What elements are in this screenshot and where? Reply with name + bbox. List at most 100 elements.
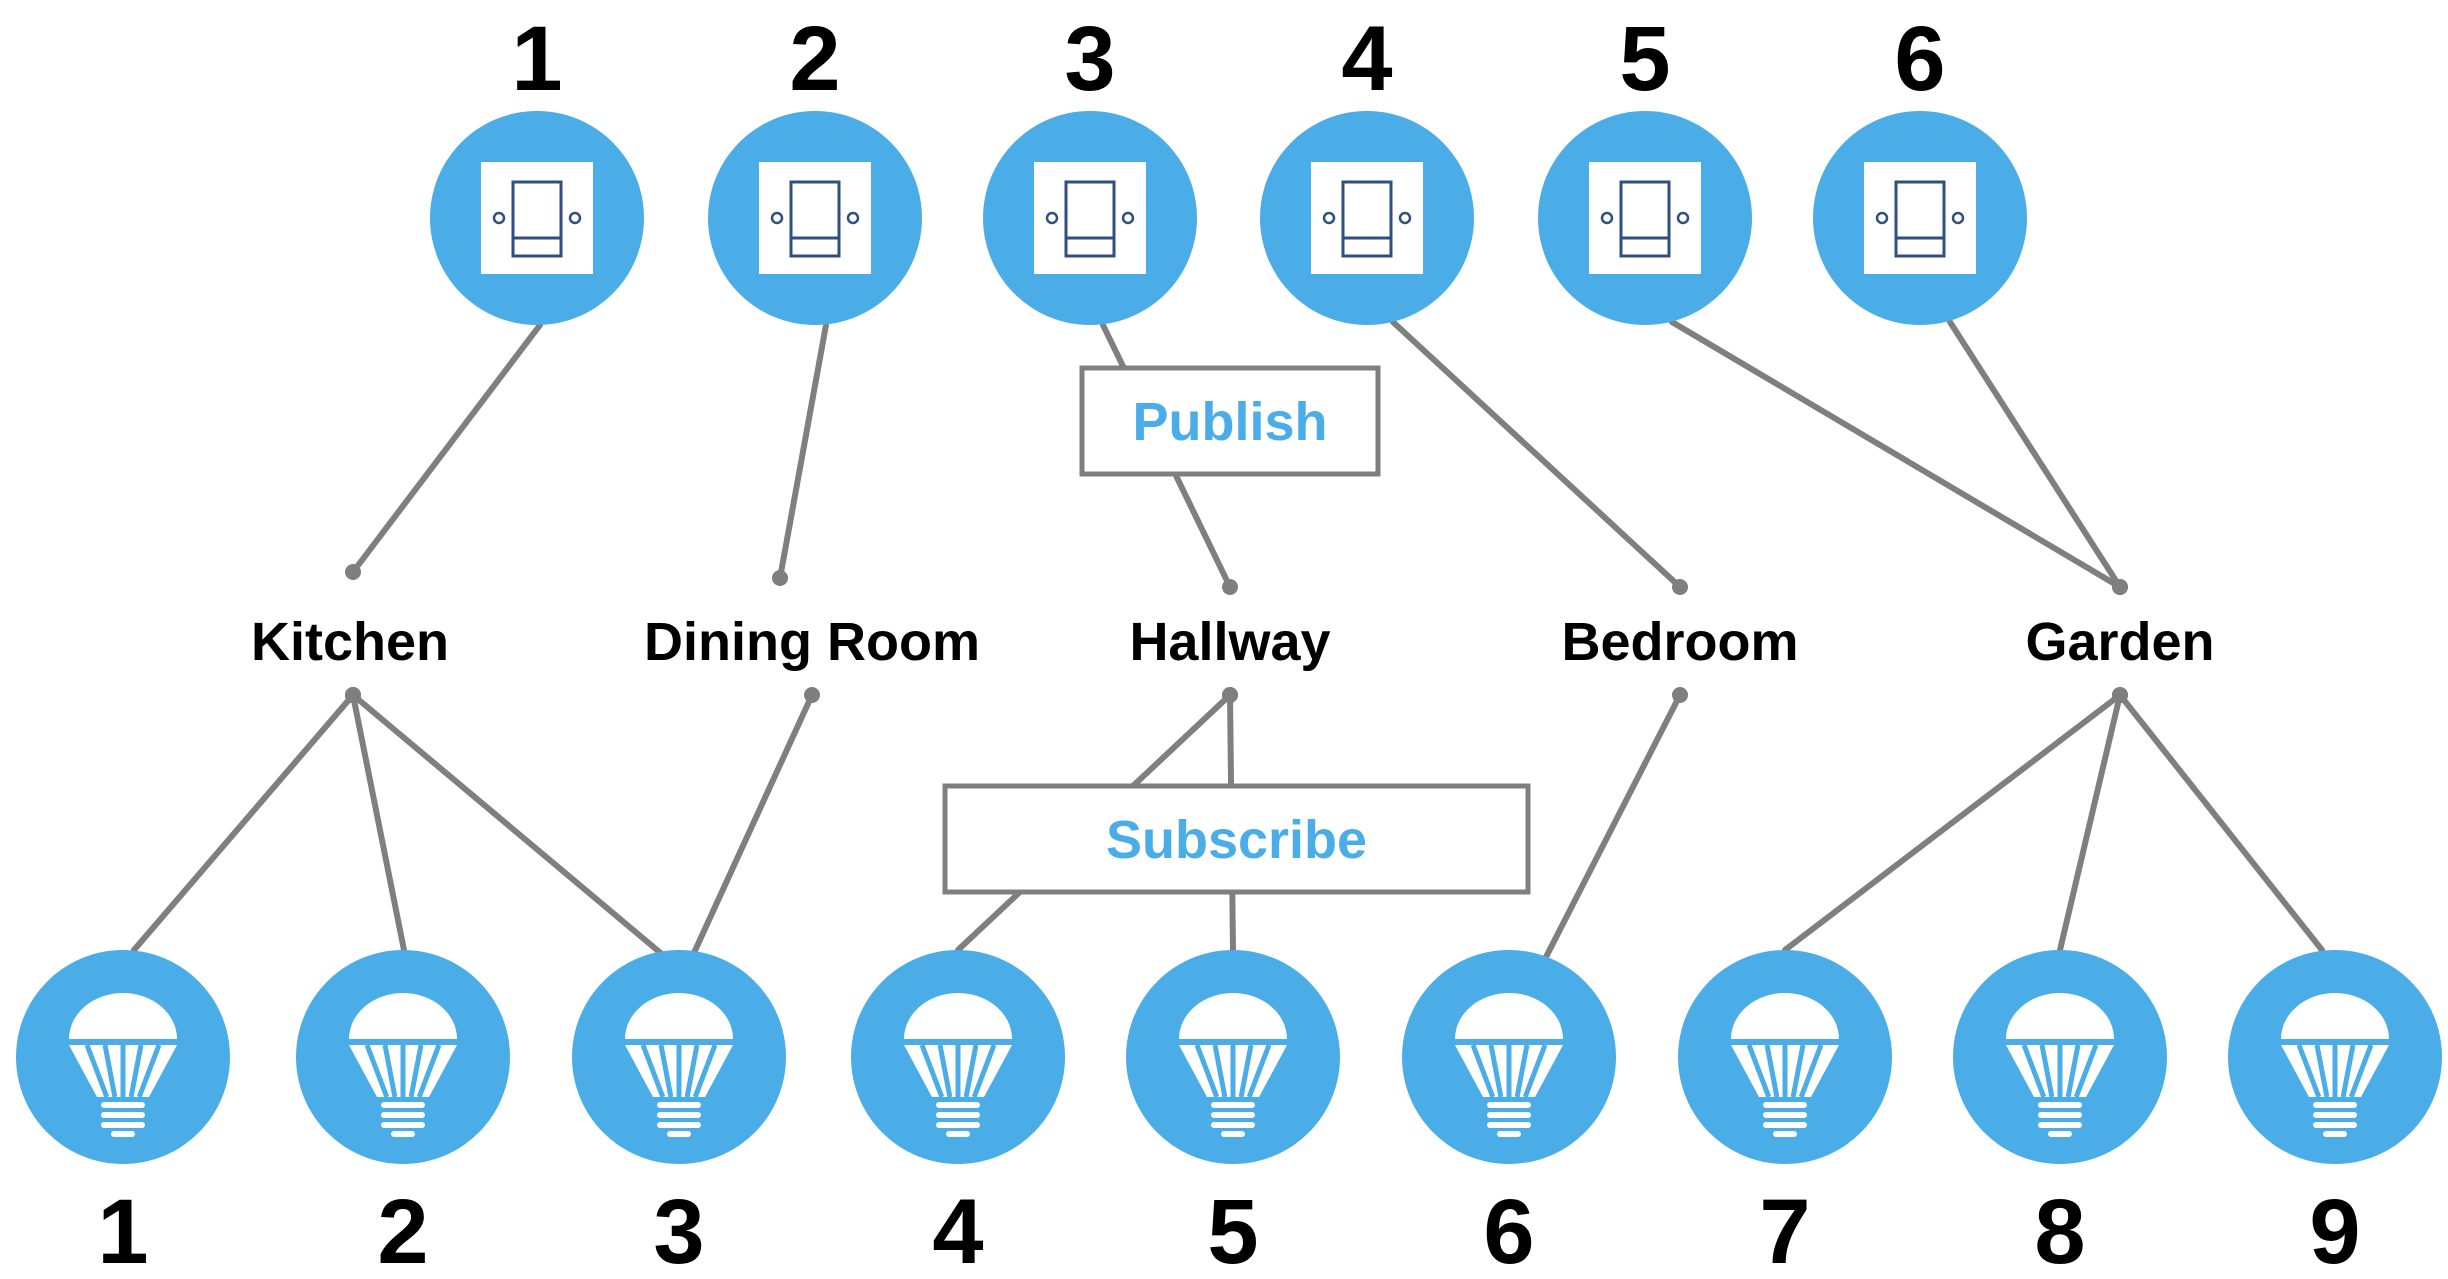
bulb-tip	[1497, 1131, 1521, 1137]
bulb-base-ring	[101, 1112, 145, 1118]
bulb-base-ring	[936, 1102, 980, 1108]
topic-label-bedroom: Bedroom	[1561, 612, 1798, 672]
switch-node-1[interactable]	[430, 111, 644, 325]
bulb-tip	[946, 1131, 970, 1137]
bulb-tip	[1221, 1131, 1245, 1137]
switch-screw	[1875, 211, 1889, 225]
switch-screw	[492, 211, 506, 225]
light-bulb-icon	[904, 993, 1012, 1137]
switch-screw	[846, 211, 860, 225]
bulb-number-4: 4	[932, 1181, 983, 1279]
light-bulb-icon	[1731, 993, 1839, 1137]
light-switch-icon	[1864, 162, 1976, 274]
switch-node-2[interactable]	[708, 111, 922, 325]
bulb-node-9[interactable]	[2228, 950, 2442, 1164]
topic-in-dot-dining	[772, 570, 788, 586]
bulb-node-2[interactable]	[296, 950, 510, 1164]
switch-node-3[interactable]	[983, 111, 1197, 325]
nodes	[16, 111, 2442, 1164]
bulb-node-7[interactable]	[1678, 950, 1892, 1164]
bulb-node-4[interactable]	[851, 950, 1065, 1164]
bulb-fin	[136, 1044, 162, 1098]
switch-node-4[interactable]	[1260, 111, 1474, 325]
subscribe-label: Subscribe	[1106, 810, 1367, 870]
bulb-dome	[349, 993, 457, 1039]
bulb-base-ring	[1763, 1112, 1807, 1118]
connector-lines	[131, 319, 2325, 960]
topic-in-dot-bedroom	[1672, 579, 1688, 595]
bulb-base-ring	[1487, 1102, 1531, 1108]
bulb-node-1[interactable]	[16, 950, 230, 1164]
bulb-base-ring	[1211, 1112, 1255, 1118]
publish-link-1-kitchen	[350, 322, 543, 575]
subscribe-link-garden-7	[1782, 692, 2123, 953]
switch-number-1: 1	[511, 8, 562, 110]
publish-link-5-garden	[1669, 319, 2123, 590]
bulb-number-6: 6	[1483, 1181, 1534, 1279]
bulb-base-ring	[1487, 1122, 1531, 1128]
switch-rocker	[789, 180, 841, 258]
topic-label-dining: Dining Room	[644, 612, 980, 672]
switch-number-6: 6	[1894, 8, 1945, 110]
bulb-base-ring	[381, 1122, 425, 1128]
switch-screw	[1121, 211, 1135, 225]
bulb-tip	[391, 1131, 415, 1137]
subscribe-link-garden-9	[2117, 692, 2325, 953]
bulb-fin	[658, 1044, 674, 1098]
switch-rocker	[1894, 180, 1946, 258]
bulb-base-ring	[1211, 1122, 1255, 1128]
topic-label-kitchen: Kitchen	[251, 612, 449, 672]
bulb-fin	[1194, 1044, 1220, 1098]
bulb-fin	[382, 1044, 398, 1098]
bulb-node-6[interactable]	[1402, 950, 1616, 1164]
bulb-number-7: 7	[1759, 1181, 1810, 1279]
light-switch-icon	[1034, 162, 1146, 274]
bulb-dome	[2006, 993, 2114, 1039]
bulb-fin	[1798, 1044, 1824, 1098]
switch-node-5[interactable]	[1538, 111, 1752, 325]
switch-rocker	[1619, 180, 1671, 258]
bulb-fin	[919, 1044, 945, 1098]
bulb-fin	[684, 1044, 700, 1098]
topic-out-dot-kitchen	[345, 687, 361, 703]
bulb-node-5[interactable]	[1126, 950, 1340, 1164]
publish-label: Publish	[1132, 392, 1327, 452]
bulb-base-ring	[936, 1112, 980, 1118]
bulb-fin	[1790, 1044, 1806, 1098]
topic-out-dot-garden	[2112, 687, 2128, 703]
light-bulb-icon	[69, 993, 177, 1137]
bulb-number-5: 5	[1207, 1181, 1258, 1279]
subscribe-box	[942, 783, 1531, 895]
subscribe-link-kitchen-1	[131, 692, 356, 953]
switch-rocker	[511, 180, 563, 258]
bulb-fin	[971, 1044, 997, 1098]
bulb-base-ring	[1211, 1102, 1255, 1108]
bulb-fin	[2021, 1044, 2047, 1098]
bulb-tip	[111, 1131, 135, 1137]
switch-node-6[interactable]	[1813, 111, 2027, 325]
subscribe-link-garden-8	[2057, 692, 2123, 953]
topic-label-hallway: Hallway	[1129, 612, 1330, 672]
topic-in-dot-kitchen	[345, 564, 361, 580]
bulb-fin	[84, 1044, 110, 1098]
bulb-fin	[2296, 1044, 2322, 1098]
topic-out-dot-bedroom	[1672, 687, 1688, 703]
bulb-dome	[904, 993, 1012, 1039]
bulb-base-ring	[2313, 1122, 2357, 1128]
bulb-fin	[128, 1044, 144, 1098]
bulb-fin	[1514, 1044, 1530, 1098]
light-switch-icon	[1311, 162, 1423, 274]
bulb-fin	[963, 1044, 979, 1098]
bulb-base-ring	[1763, 1122, 1807, 1128]
bulb-base-ring	[657, 1102, 701, 1108]
light-switch-icon	[1589, 162, 1701, 274]
switch-screw	[770, 211, 784, 225]
bulb-dome	[1455, 993, 1563, 1039]
light-bulb-icon	[349, 993, 457, 1137]
bulb-fin	[2039, 1044, 2055, 1098]
switch-screw	[1322, 211, 1336, 225]
bulb-node-3[interactable]	[572, 950, 786, 1164]
bulb-node-8[interactable]	[1953, 950, 2167, 1164]
